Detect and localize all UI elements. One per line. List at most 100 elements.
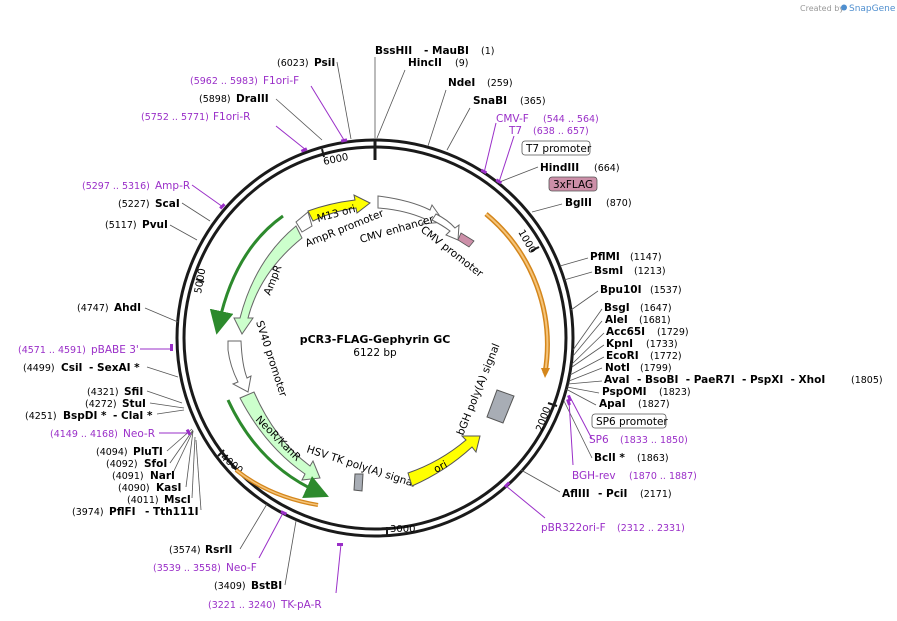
site-acc65i-pos: (1729) — [657, 327, 689, 338]
site-csii[interactable]: CsiI — [61, 362, 82, 374]
primer-pbr322ori-f-range: (2312 .. 2331) — [617, 523, 685, 534]
site-ndei-pos: (259) — [487, 78, 513, 89]
primer-f1ori-f[interactable]: F1ori-F — [263, 75, 299, 87]
site-bsshii[interactable]: BssHII — [375, 45, 412, 57]
site-hindiii[interactable]: HindIII — [540, 162, 579, 174]
site-pluti[interactable]: PluTI — [133, 446, 163, 458]
site-psii-pos: (6023) — [277, 58, 309, 69]
site-nari[interactable]: NarI — [150, 470, 175, 482]
t7-promoter-box[interactable] — [521, 140, 591, 156]
site-bsgi[interactable]: BsgI — [604, 302, 630, 314]
site-scai[interactable]: ScaI — [155, 198, 180, 210]
site-kpni[interactable]: KpnI — [606, 338, 633, 350]
neor-label: NeoR/KanR — [253, 414, 303, 464]
primer-pbr322ori-f[interactable]: pBR322ori-F — [541, 522, 606, 534]
primer-neo-r[interactable]: Neo-R — [123, 428, 155, 440]
m13-ori-feature[interactable] — [307, 194, 371, 222]
sp6-promoter-box[interactable] — [591, 413, 667, 429]
primer-t7[interactable]: T7 — [508, 125, 522, 137]
site-ndei[interactable]: NdeI — [448, 77, 475, 89]
site-pvui-pos: (5117) — [105, 220, 137, 231]
credit-brand: SnapGene — [849, 4, 896, 14]
site-pflfi-suffix: - Tth111I — [145, 506, 199, 518]
primer-neo-f[interactable]: Neo-F — [226, 562, 257, 574]
ampr-promoter-feature[interactable] — [295, 211, 313, 233]
primer-amp-r[interactable]: Amp-R — [155, 180, 190, 192]
site-nari-pos: (4091) — [112, 471, 144, 482]
site-rsrii[interactable]: RsrII — [205, 544, 232, 556]
plasmid-length: 6122 bp — [353, 347, 397, 359]
sv40-promoter-feature[interactable] — [227, 340, 252, 393]
site-sfii[interactable]: SfiI — [124, 386, 143, 398]
sv40-label: SV40 promoter — [253, 319, 289, 399]
site-pflfi[interactable]: PflFI — [109, 506, 136, 518]
primer-neo-r-range: (4149 .. 4168) — [50, 429, 118, 440]
site-bcli[interactable]: BclI * — [594, 452, 625, 464]
tick-5000 — [195, 278, 205, 283]
site-alei[interactable]: AleI — [605, 314, 628, 326]
tick-label-5000: 5000 — [193, 268, 208, 295]
site-draiii[interactable]: DraIII — [236, 93, 269, 105]
sp6-promoter-label: SP6 promoter — [596, 416, 668, 428]
site-ecori[interactable]: EcoRI — [606, 350, 639, 362]
bgh-polya-feature[interactable] — [486, 389, 515, 424]
site-bstbi-pos: (3409) — [214, 581, 246, 592]
primer-neo-f-range: (3539 .. 3558) — [153, 563, 221, 574]
site-hindiii-pos: (664) — [594, 163, 620, 174]
primer-f1ori-r[interactable]: F1ori-R — [213, 111, 250, 123]
site-bglii[interactable]: BglII — [565, 197, 592, 209]
primer-marks — [170, 138, 572, 546]
flag-box[interactable] — [548, 176, 598, 192]
site-bspdi[interactable]: BspDI * — [63, 410, 107, 422]
ori-feature[interactable] — [407, 435, 481, 487]
site-ahdi[interactable]: AhdI — [114, 302, 141, 314]
cmv-enhancer-feature[interactable] — [377, 195, 445, 225]
site-csii-pos: (4499) — [23, 363, 55, 374]
site-ahdi-pos: (4747) — [77, 303, 109, 314]
site-bstbi[interactable]: BstBI — [251, 580, 282, 592]
site-apai[interactable]: ApaI — [599, 398, 626, 410]
site-kpni-pos: (1733) — [646, 339, 678, 350]
site-apai-pos: (1827) — [638, 399, 670, 410]
primer-cmv-f-range: (544 .. 564) — [543, 114, 599, 125]
site-msci[interactable]: MscI — [164, 494, 191, 506]
site-bsmi[interactable]: BsmI — [594, 265, 623, 277]
site-afliii[interactable]: AflIII — [562, 488, 590, 500]
primer-cmv-f[interactable]: CMV-F — [496, 113, 529, 125]
credit-prefix: Created by — [800, 4, 844, 13]
site-bspdi-suffix: - ClaI * — [113, 410, 153, 422]
ampr-feature[interactable] — [233, 225, 303, 335]
flag-label: 3xFLAG — [553, 179, 593, 191]
primer-tk-pa-r[interactable]: TK-pA-R — [280, 599, 322, 611]
site-rsrii-pos: (3574) — [169, 545, 201, 556]
orf-arrowhead — [541, 368, 550, 378]
site-ecori-pos: (1772) — [650, 351, 682, 362]
primer-sp6[interactable]: SP6 — [589, 434, 609, 446]
site-pvui[interactable]: PvuI — [142, 219, 168, 231]
primer-bgh-rev[interactable]: BGH-rev — [572, 470, 616, 482]
site-kasi[interactable]: KasI — [156, 482, 181, 494]
site-snabi[interactable]: SnaBI — [473, 95, 507, 107]
site-stui-pos: (4272) — [85, 399, 117, 410]
site-hincii[interactable]: HincII — [408, 57, 442, 69]
cmv-promoter-feature[interactable] — [431, 213, 460, 241]
primer-pbabe3[interactable]: pBABE 3' — [91, 344, 139, 356]
site-afliii-suffix: - PciI — [598, 488, 627, 500]
site-acc65i[interactable]: Acc65I — [606, 326, 645, 338]
site-stui[interactable]: StuI — [122, 398, 146, 410]
site-pflmi[interactable]: PflMI — [590, 251, 620, 263]
site-avai[interactable]: AvaI — [604, 374, 630, 386]
site-pspomi[interactable]: PspOMI — [602, 386, 647, 398]
site-noti[interactable]: NotI — [605, 362, 630, 374]
tick-2000 — [547, 402, 558, 407]
site-bpu10i-pos: (1537) — [650, 285, 682, 296]
site-bpu10i[interactable]: Bpu10I — [600, 284, 642, 296]
ori-label: ori — [432, 459, 450, 476]
hsv-tk-polya-feature[interactable] — [353, 473, 364, 492]
site-sfoi[interactable]: SfoI — [144, 458, 167, 470]
site-psii[interactable]: PsiI — [314, 57, 335, 69]
flag-tag-feature[interactable] — [457, 232, 475, 248]
site-alei-pos: (1681) — [639, 315, 671, 326]
site-bglii-pos: (870) — [606, 198, 632, 209]
